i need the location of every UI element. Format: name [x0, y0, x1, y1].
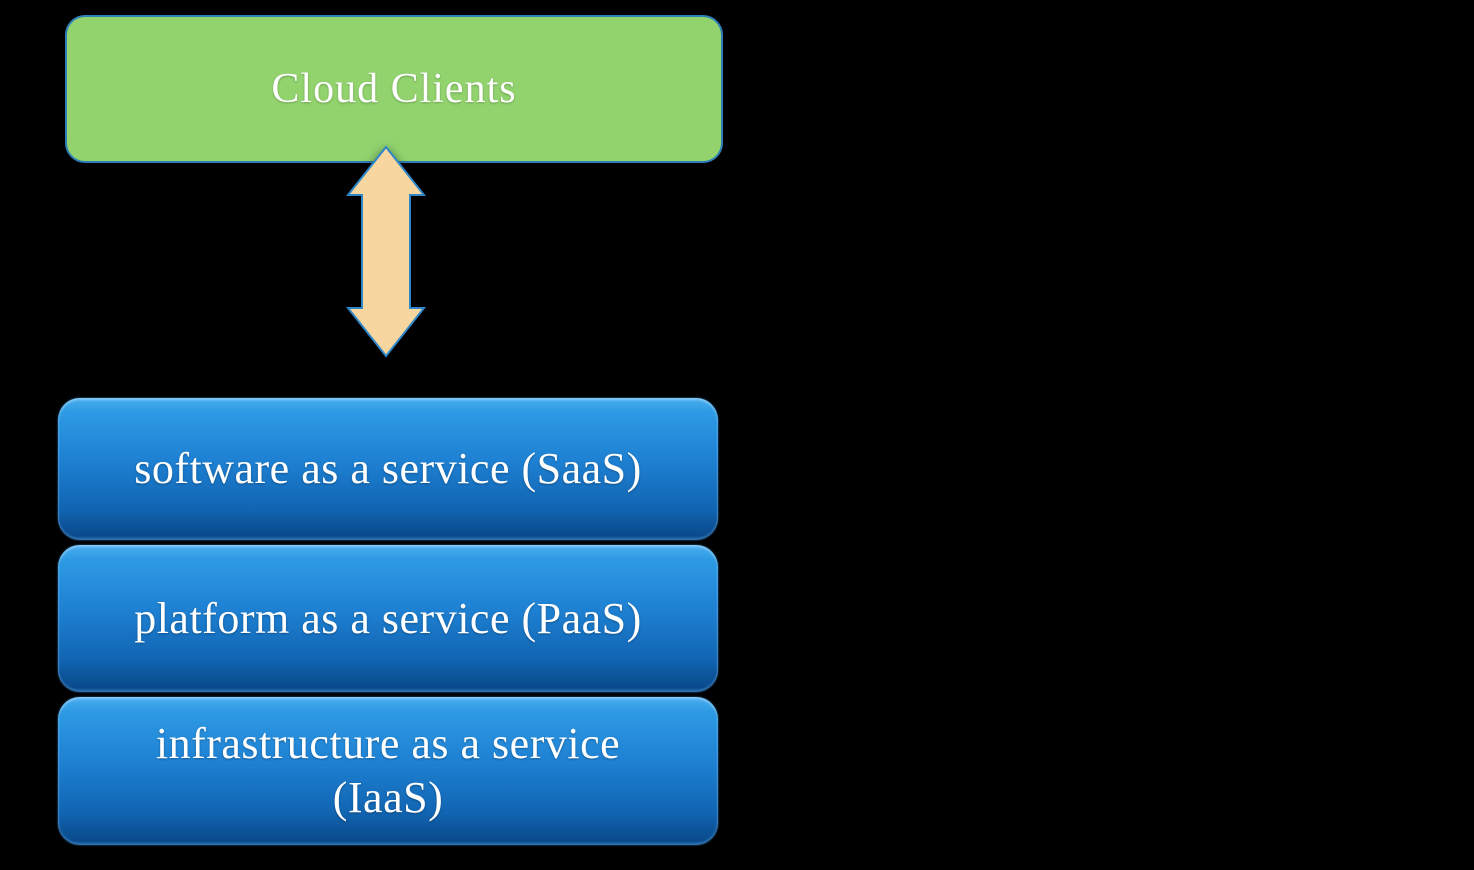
layer-paas-label: platform as a service (PaaS): [134, 593, 642, 643]
layer-iaas-label: infrastructure as a service (IaaS): [155, 719, 621, 822]
layer-box-paas: platform as a service (PaaS): [58, 545, 718, 692]
cloud-clients-box: Cloud Clients: [65, 15, 723, 163]
cloud-clients-label: Cloud Clients: [271, 66, 517, 112]
layer-box-saas: software as a service (SaaS): [58, 398, 718, 540]
double-arrow-icon: [345, 145, 427, 358]
layer-saas-label: software as a service (SaaS): [134, 444, 642, 494]
layer-box-iaas: infrastructure as a service (IaaS): [58, 697, 718, 845]
